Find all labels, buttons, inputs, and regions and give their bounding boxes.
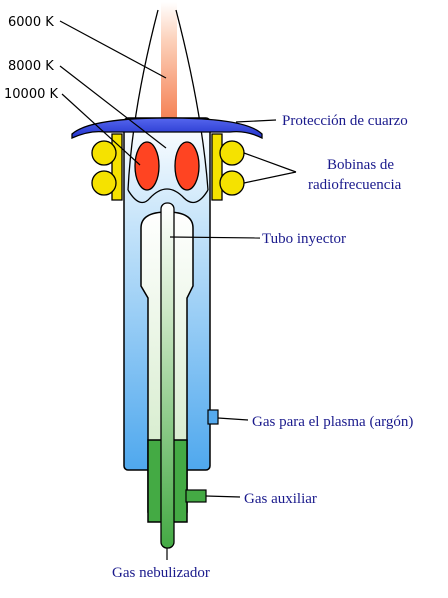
label-injector-tube: Tubo inyector xyxy=(262,231,346,247)
rf-coil-left-bottom xyxy=(91,170,117,196)
label-auxiliary-gas: Gas auxiliar xyxy=(244,491,317,507)
temperature-label-8000: 8000 K xyxy=(8,59,54,74)
leader-lines xyxy=(59,20,297,560)
label-plasma-gas: Gas para el plasma (argón) xyxy=(252,414,413,430)
label-quartz-shield: Protección de cuarzo xyxy=(282,113,408,129)
auxiliary-gas-inlet xyxy=(185,489,207,503)
injector-tube xyxy=(160,202,175,549)
temperature-label-6000: 6000 K xyxy=(8,15,54,30)
plasma-core-left xyxy=(134,141,160,191)
plasma-core-right xyxy=(174,141,200,191)
label-rf-coils-line2: radiofrecuencia xyxy=(308,177,402,193)
temperature-label-10000: 10000 K xyxy=(4,87,58,102)
rf-coil-right-top xyxy=(219,140,245,166)
label-nebulizer-gas: Gas nebulizador xyxy=(112,565,210,581)
rf-coil-right-bottom xyxy=(219,170,245,196)
quartz-shield xyxy=(71,117,263,140)
rf-coil-left-top xyxy=(91,140,117,166)
plasma-lower-boundary xyxy=(127,188,209,204)
plasma-gas-inlet xyxy=(207,409,219,425)
plasma-envelope xyxy=(127,9,209,191)
label-rf-coils-line1: Bobinas de xyxy=(327,157,394,173)
coil-housing-right xyxy=(211,133,223,201)
plasma-plume xyxy=(161,2,177,152)
